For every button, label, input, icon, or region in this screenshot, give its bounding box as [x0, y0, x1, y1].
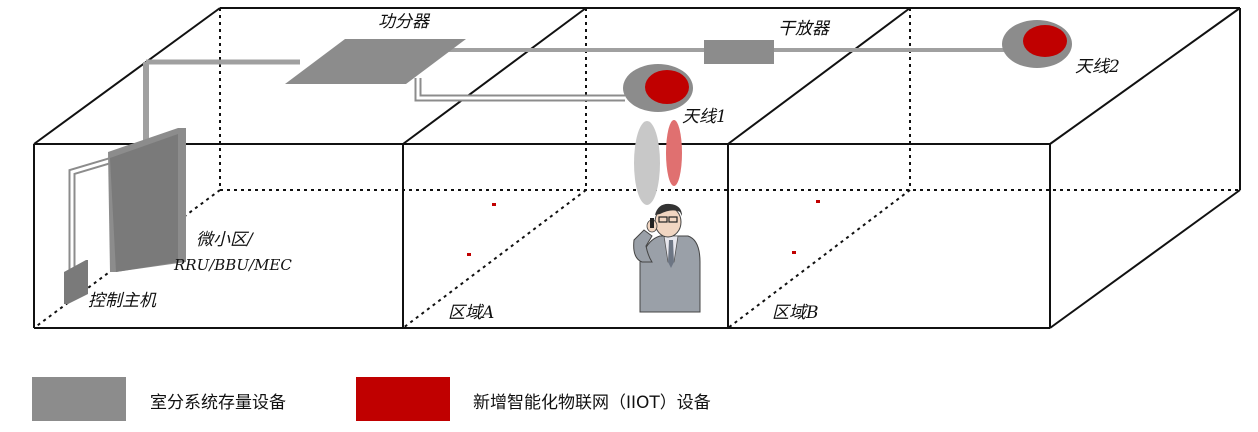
signal-gray-icon	[634, 121, 660, 205]
splitter-label: 功分器	[378, 12, 431, 32]
zone-a-label: 区域A	[448, 303, 494, 323]
amplifier-label: 干放器	[778, 19, 831, 39]
legend-label-existing: 室分系统存量设备	[150, 393, 286, 413]
signal-red-icon	[666, 120, 682, 186]
amplifier-device	[704, 40, 774, 64]
small-cell-device	[108, 128, 186, 272]
antenna2-label: 天线2	[1075, 57, 1120, 77]
visible-edges	[33, 7, 1241, 329]
iiot-marker	[816, 200, 820, 203]
person-on-phone-icon	[633, 203, 701, 313]
legend-swatch-existing	[32, 377, 126, 421]
control-host-label: 控制主机	[88, 291, 157, 311]
antenna2-device	[1002, 20, 1072, 68]
legend-label-new: 新增智能化物联网（IIOT）设备	[473, 393, 711, 413]
iiot-marker	[792, 251, 796, 254]
iiot-marker	[492, 203, 496, 206]
cable-to-antenna1	[414, 78, 625, 102]
small-cell-label: 微小区/	[196, 230, 255, 250]
zone-b-label: 区域B	[772, 303, 819, 323]
control-host-device	[64, 260, 88, 304]
legend-swatch-new	[356, 377, 450, 421]
iiot-marker	[467, 253, 471, 256]
splitter-device	[285, 39, 466, 84]
antenna1-device	[623, 64, 693, 112]
antenna1-label: 天线1	[682, 107, 727, 127]
small-cell-sublabel: RRU/BBU/MEC	[173, 256, 292, 274]
